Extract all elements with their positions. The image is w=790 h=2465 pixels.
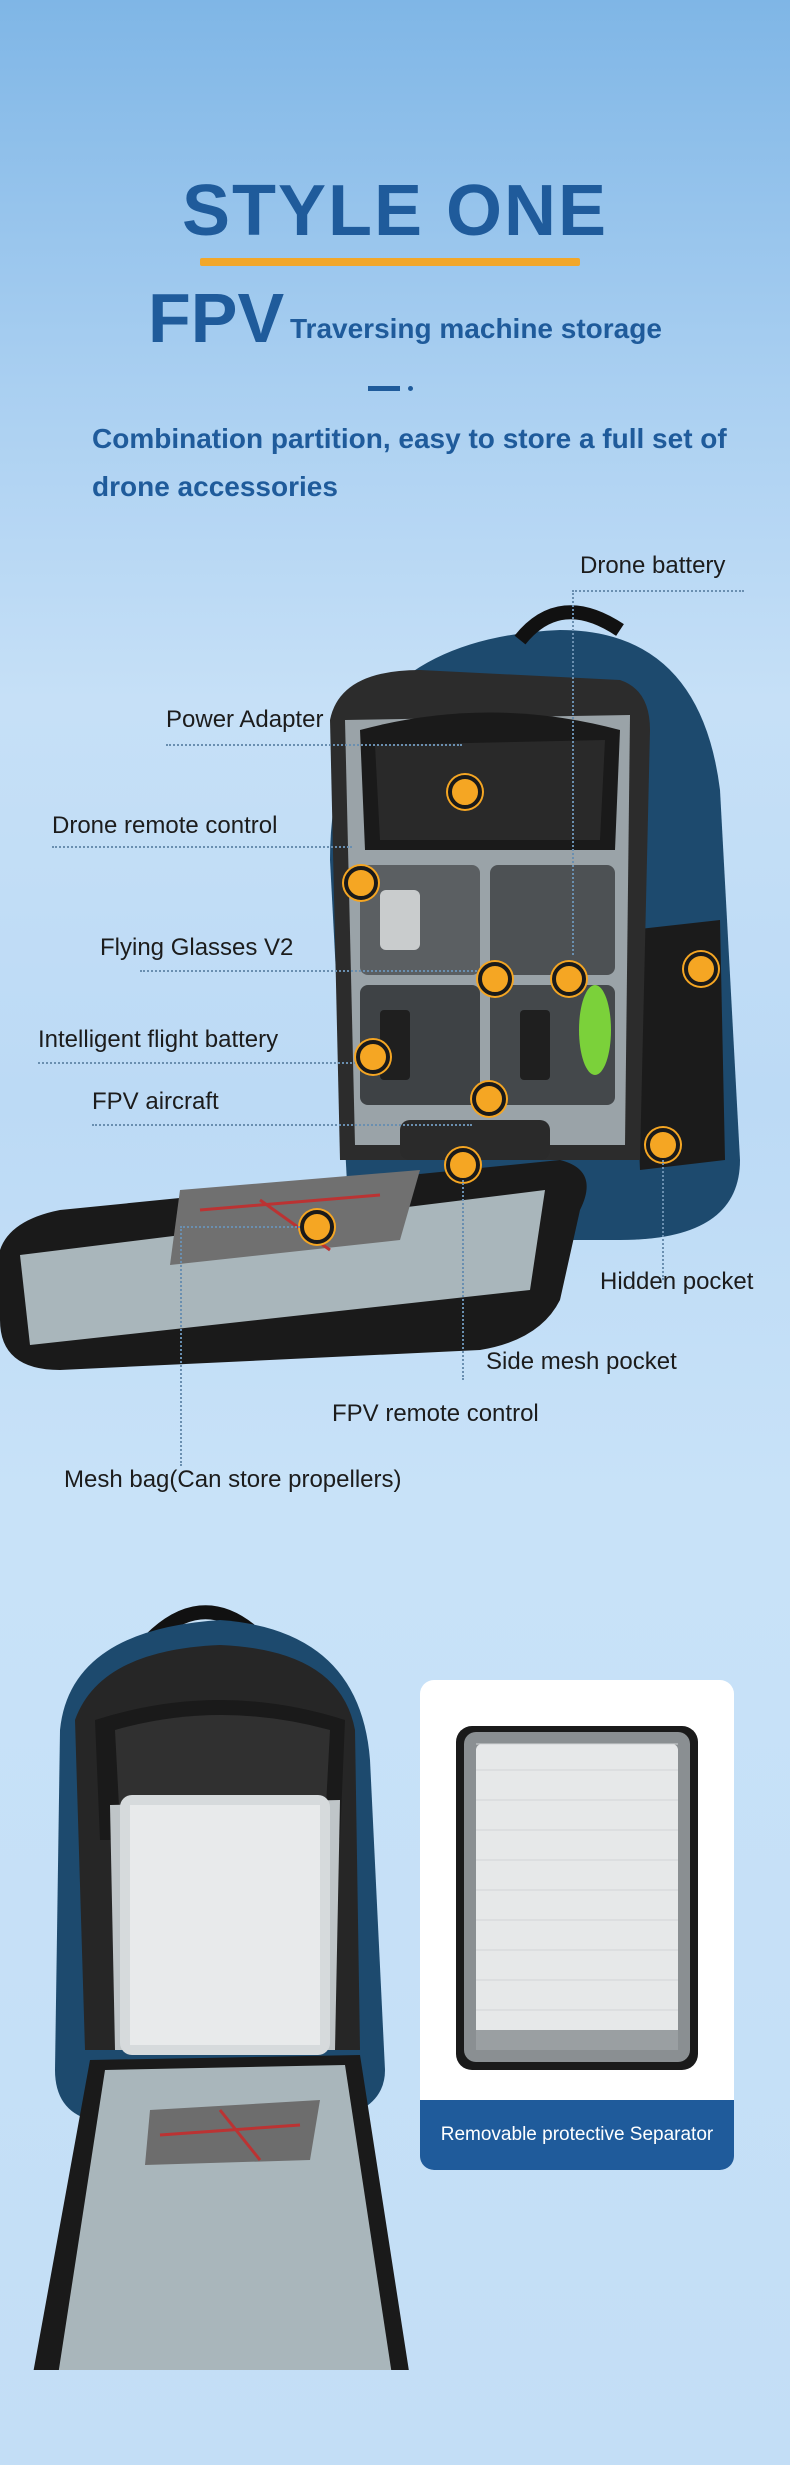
leader-line	[180, 1226, 300, 1228]
divider-dot	[408, 386, 413, 391]
leader-line	[180, 1226, 182, 1466]
leader-line	[662, 1160, 664, 1280]
leader-line	[462, 1180, 464, 1380]
fpv-subtitle: Traversing machine storage	[290, 313, 662, 344]
fpv-heading: FPV	[148, 279, 285, 357]
hotspot-marker	[646, 1128, 680, 1162]
hotspot-marker	[356, 1040, 390, 1074]
leader-line	[166, 744, 462, 746]
hotspot-marker	[472, 1082, 506, 1116]
callout-fpv-aircraft: FPV aircraft	[92, 1088, 219, 1115]
callout-fpv-remote-control: FPV remote control	[332, 1400, 539, 1427]
leader-line	[38, 1062, 368, 1064]
separator-card	[420, 1680, 734, 2170]
hotspot-marker	[684, 952, 718, 986]
callout-drone-battery: Drone battery	[580, 552, 726, 579]
callout-flying-glasses: Flying Glasses V2	[100, 934, 294, 961]
hotspot-marker	[478, 962, 512, 996]
leader-line	[52, 846, 352, 848]
leader-line	[572, 590, 574, 955]
title-underline	[200, 258, 580, 266]
hotspot-marker	[300, 1210, 334, 1244]
callout-side-mesh-pocket: Side mesh pocket	[486, 1348, 677, 1375]
hotspot-marker	[448, 775, 482, 809]
leader-line	[92, 1124, 472, 1126]
hotspot-marker	[552, 962, 586, 996]
leader-line	[572, 590, 744, 592]
divider-dash	[368, 386, 400, 391]
feature-headline: Combination partition, easy to store a f…	[92, 423, 727, 502]
callout-drone-remote-control: Drone remote control	[52, 812, 278, 839]
hotspot-marker	[344, 866, 378, 900]
hotspot-marker	[446, 1148, 480, 1182]
leader-line	[140, 970, 480, 972]
backpack-separator-illustration	[33, 1605, 409, 2370]
separator-caption: Removable protective Separator	[420, 2100, 734, 2170]
callout-intelligent-battery: Intelligent flight battery	[38, 1026, 279, 1053]
callout-hidden-pocket: Hidden pocket	[600, 1268, 754, 1295]
backpack-open-illustration	[0, 605, 740, 1370]
callout-mesh-bag: Mesh bag(Can store propellers)	[64, 1466, 402, 1493]
page-title: STYLE ONE	[181, 171, 609, 251]
separator-panel-illustration	[456, 1726, 698, 2070]
callout-power-adapter: Power Adapter	[166, 706, 324, 733]
